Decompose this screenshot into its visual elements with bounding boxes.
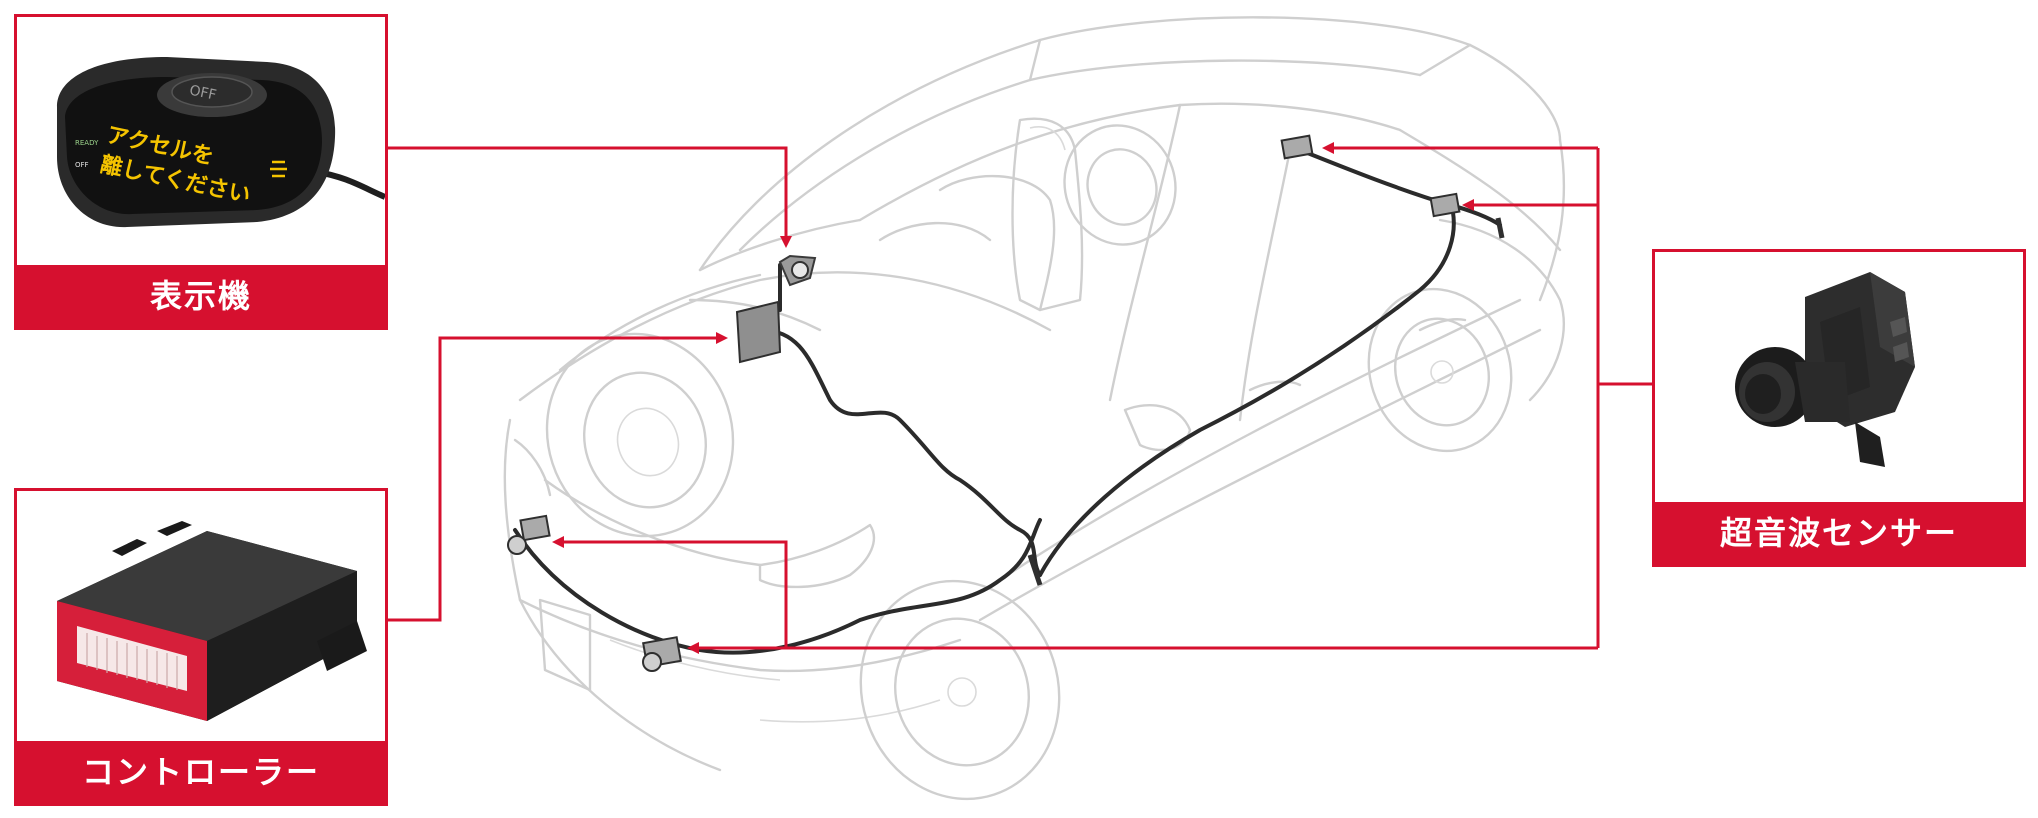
display-unit-panel: OFF READY OFF アクセルを 離してください 表示機 <box>14 14 388 330</box>
controller-panel: コントローラー <box>14 488 388 806</box>
ultrasonic-sensor-image <box>1655 252 2023 502</box>
display-unit-label: 表示機 <box>17 265 385 327</box>
svg-text:OFF: OFF <box>75 161 89 169</box>
display-unit-image: OFF READY OFF アクセルを 離してください <box>17 17 385 265</box>
leader-lines <box>388 142 1652 654</box>
wiring-harness <box>513 148 1502 655</box>
svg-text:READY: READY <box>75 139 99 147</box>
controller-image <box>17 491 385 741</box>
off-button-text: OFF <box>188 82 218 103</box>
ultrasonic-sensor-panel: 超音波センサー <box>1652 249 2026 567</box>
ultrasonic-sensor-label: 超音波センサー <box>1655 502 2023 564</box>
car-components <box>507 134 1505 672</box>
car-outline <box>503 16 1566 801</box>
controller-label: コントローラー <box>17 741 385 803</box>
